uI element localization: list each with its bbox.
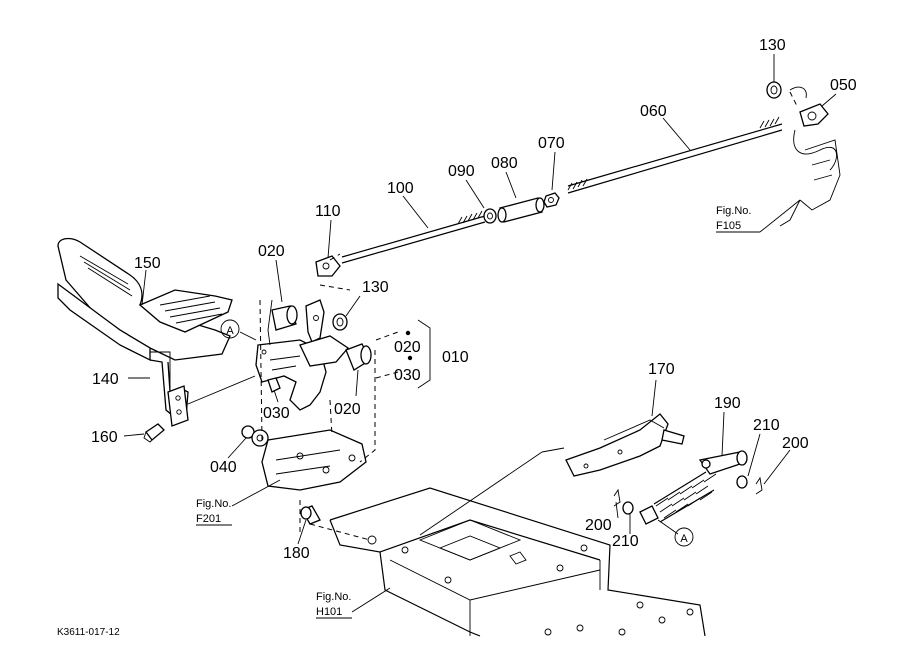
label-210-right: 210 [753, 417, 780, 434]
nut-090 [483, 208, 497, 224]
label-030-low: 030 [263, 405, 290, 422]
ball-joint-050 [799, 103, 829, 127]
marker-a-upper-text: A [226, 325, 234, 337]
label-040: 040 [210, 459, 237, 476]
leader-lines [123, 54, 837, 613]
nut-070 [543, 192, 560, 208]
marker-a-upper: A [220, 319, 240, 339]
frame-assembly [329, 487, 706, 637]
label-200-left: 200 [585, 517, 612, 534]
label-080: 080 [491, 155, 518, 172]
bolt-160 [143, 423, 165, 443]
label-110: 110 [315, 203, 341, 220]
part-labels: 130 050 060 070 080 090 100 110 020 150 … [91, 37, 857, 562]
support-plate [261, 429, 367, 491]
fig-ref-f201-number: F201 [196, 513, 221, 525]
washer-210-left [622, 501, 634, 515]
label-020-low: 020 [334, 401, 361, 418]
label-060: 060 [640, 103, 667, 120]
label-210-left: 210 [612, 533, 639, 550]
lever-170 [565, 413, 685, 477]
label-010: 010 [442, 349, 469, 366]
marker-a-lower: A [674, 527, 694, 547]
rod-100 [341, 210, 486, 264]
bracket-assembly-010 [255, 299, 349, 411]
spring-190 [639, 450, 748, 525]
pedal-arm-140 [149, 359, 256, 427]
set-bracket-010 [405, 319, 431, 389]
figure-refs: Fig.No. F105 Fig.No. F201 Fig.No. H101 [196, 205, 760, 619]
rod-060 [567, 116, 783, 194]
label-200-right: 200 [782, 435, 809, 452]
cap-130-top [766, 81, 782, 99]
label-100: 100 [387, 180, 414, 197]
bolt-040 [241, 425, 269, 447]
label-020-set: 020 [394, 339, 421, 356]
washer-210-right [736, 475, 748, 489]
bushing-030 [267, 377, 281, 393]
pin-200-right [755, 476, 763, 495]
bushing-020-upper [271, 305, 298, 331]
label-130-mid: 130 [362, 279, 389, 296]
joint-110 [315, 253, 341, 277]
label-150: 150 [134, 255, 161, 272]
label-070: 070 [538, 135, 565, 152]
label-130-top: 130 [759, 37, 786, 54]
fig-ref-h101-label: Fig.No. [316, 591, 351, 603]
label-190: 190 [714, 395, 741, 412]
drawing-code: K3611-017-12 [57, 627, 120, 638]
fig-ref-f105-label: Fig.No. [716, 205, 751, 217]
label-180: 180 [283, 545, 310, 562]
label-160: 160 [91, 429, 118, 446]
cap-130-mid [332, 313, 348, 331]
label-020-top: 020 [258, 243, 285, 260]
turnbuckle-080 [497, 197, 545, 223]
pedal-150 [57, 237, 233, 400]
label-050: 050 [830, 77, 857, 94]
label-030-set: 030 [394, 367, 421, 384]
fig-ref-h101-number: H101 [316, 606, 342, 618]
marker-a-lower-text: A [680, 533, 688, 545]
pin-200-left [613, 488, 621, 507]
top-right-bracket [779, 86, 841, 227]
fig-ref-f105-number: F105 [716, 220, 741, 232]
bushing-020-lower [345, 343, 372, 371]
fig-ref-f201-label: Fig.No. [196, 498, 231, 510]
label-090: 090 [448, 163, 475, 180]
dashed-connectors [259, 284, 399, 541]
label-140: 140 [92, 371, 119, 388]
bolt-180 [300, 505, 321, 525]
label-170: 170 [648, 361, 675, 378]
